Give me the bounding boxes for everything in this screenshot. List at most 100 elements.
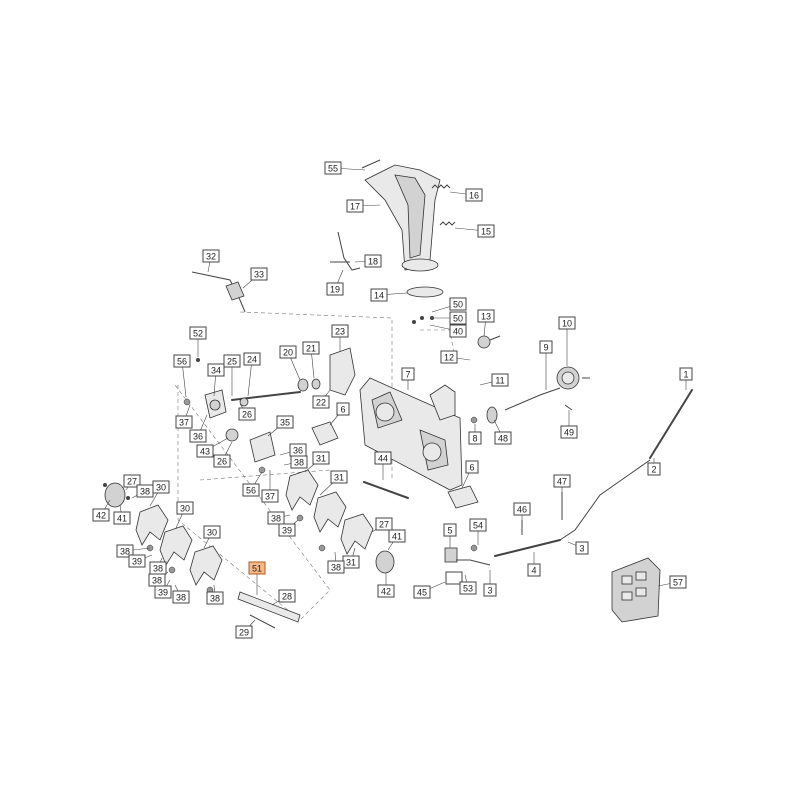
callout[interactable]: 1 bbox=[679, 367, 693, 381]
callout[interactable]: 56 bbox=[173, 354, 191, 368]
callout[interactable]: 4 bbox=[527, 563, 541, 577]
callout[interactable]: 31 bbox=[342, 555, 360, 569]
callout[interactable]: 47 bbox=[553, 474, 571, 488]
callout-number: 34 bbox=[211, 366, 221, 376]
callout[interactable]: 37 bbox=[175, 415, 193, 429]
callout[interactable]: 49 bbox=[560, 425, 578, 439]
callout[interactable]: 38 bbox=[206, 591, 224, 605]
callout-box bbox=[491, 373, 509, 387]
callout[interactable]: 15 bbox=[477, 224, 495, 238]
callout[interactable]: 50 bbox=[449, 297, 467, 311]
callout[interactable]: 21 bbox=[302, 341, 320, 355]
hardware-fasteners bbox=[103, 316, 478, 594]
callout[interactable]: 10 bbox=[558, 316, 576, 330]
callout-box bbox=[377, 584, 395, 598]
callout[interactable]: 30 bbox=[203, 525, 221, 539]
callout[interactable]: 25 bbox=[223, 354, 241, 368]
callout[interactable]: 39 bbox=[154, 585, 172, 599]
callout[interactable]: 41 bbox=[113, 511, 131, 525]
callout[interactable]: 5 bbox=[443, 523, 457, 537]
callout[interactable]: 38 bbox=[116, 544, 134, 558]
callout-box bbox=[669, 575, 687, 589]
callout-box bbox=[189, 326, 207, 340]
callout[interactable]: 14 bbox=[370, 288, 388, 302]
callout[interactable]: 42 bbox=[377, 584, 395, 598]
callout-box bbox=[189, 429, 207, 443]
callout[interactable]: 8 bbox=[468, 431, 482, 445]
callout[interactable]: 30 bbox=[152, 480, 170, 494]
callout-highlighted[interactable]: 51 bbox=[248, 561, 266, 575]
callout[interactable]: 3 bbox=[483, 583, 497, 597]
callout[interactable]: 31 bbox=[312, 451, 330, 465]
callout[interactable]: 31 bbox=[330, 470, 348, 484]
callout[interactable]: 13 bbox=[477, 309, 495, 323]
callout[interactable]: 18 bbox=[364, 254, 382, 268]
callout[interactable]: 43 bbox=[196, 444, 214, 458]
callout[interactable]: 2 bbox=[647, 462, 661, 476]
callout[interactable]: 27 bbox=[375, 517, 393, 531]
callout[interactable]: 12 bbox=[440, 350, 458, 364]
callout[interactable]: 17 bbox=[346, 199, 364, 213]
callout[interactable]: 46 bbox=[513, 502, 531, 516]
callout-box bbox=[250, 267, 268, 281]
callout[interactable]: 22 bbox=[312, 395, 330, 409]
callout-box bbox=[279, 345, 297, 359]
callout[interactable]: 38 bbox=[149, 561, 167, 575]
callout[interactable]: 26 bbox=[238, 407, 256, 421]
callout[interactable]: 39 bbox=[128, 554, 146, 568]
callout[interactable]: 32 bbox=[202, 249, 220, 263]
callout[interactable]: 24 bbox=[243, 352, 261, 366]
callout-number: 7 bbox=[405, 370, 410, 380]
callout[interactable]: 45 bbox=[413, 585, 431, 599]
callout[interactable]: 38 bbox=[148, 573, 166, 587]
callout[interactable]: 27 bbox=[123, 474, 141, 488]
callout[interactable]: 20 bbox=[279, 345, 297, 359]
callout[interactable]: 53 bbox=[459, 581, 477, 595]
callout[interactable]: 35 bbox=[276, 415, 294, 429]
callout[interactable]: 41 bbox=[388, 529, 406, 543]
callout[interactable]: 38 bbox=[172, 590, 190, 604]
callout-number: 17 bbox=[350, 202, 360, 212]
callout[interactable]: 26 bbox=[213, 454, 231, 468]
callout[interactable]: 28 bbox=[278, 589, 296, 603]
callout[interactable]: 56 bbox=[242, 483, 260, 497]
callout[interactable]: 29 bbox=[235, 625, 253, 639]
callout[interactable]: 40 bbox=[449, 324, 467, 338]
callout-box bbox=[527, 563, 541, 577]
callout[interactable]: 36 bbox=[289, 443, 307, 457]
callout-number: 38 bbox=[176, 593, 186, 603]
callout-box bbox=[172, 590, 190, 604]
callout-box bbox=[324, 161, 342, 175]
callout[interactable]: 23 bbox=[331, 324, 349, 338]
callout[interactable]: 6 bbox=[465, 460, 479, 474]
callout[interactable]: 37 bbox=[261, 489, 279, 503]
callout[interactable]: 9 bbox=[539, 340, 553, 354]
callout[interactable]: 33 bbox=[250, 267, 268, 281]
callout-number: 14 bbox=[374, 291, 384, 301]
callout[interactable]: 38 bbox=[267, 511, 285, 525]
callout[interactable]: 3 bbox=[575, 541, 589, 555]
callout[interactable]: 7 bbox=[401, 367, 415, 381]
callout[interactable]: 39 bbox=[278, 523, 296, 537]
callout[interactable]: 11 bbox=[491, 373, 509, 387]
callout[interactable]: 42 bbox=[92, 508, 110, 522]
callout[interactable]: 6 bbox=[336, 402, 350, 416]
callout[interactable]: 36 bbox=[189, 429, 207, 443]
callout[interactable]: 38 bbox=[290, 455, 308, 469]
callout-box bbox=[647, 462, 661, 476]
callout[interactable]: 54 bbox=[469, 518, 487, 532]
control-rod-1 bbox=[649, 389, 693, 459]
callout[interactable]: 34 bbox=[207, 363, 225, 377]
callout[interactable]: 38 bbox=[136, 484, 154, 498]
callout[interactable]: 38 bbox=[327, 560, 345, 574]
callout[interactable]: 55 bbox=[324, 161, 342, 175]
callout[interactable]: 30 bbox=[176, 501, 194, 515]
callout[interactable]: 44 bbox=[374, 451, 392, 465]
callout[interactable]: 50 bbox=[449, 311, 467, 325]
callout[interactable]: 16 bbox=[465, 188, 483, 202]
callout[interactable]: 48 bbox=[494, 431, 512, 445]
callout[interactable]: 19 bbox=[326, 282, 344, 296]
callout[interactable]: 57 bbox=[669, 575, 687, 589]
callout[interactable]: 52 bbox=[189, 326, 207, 340]
